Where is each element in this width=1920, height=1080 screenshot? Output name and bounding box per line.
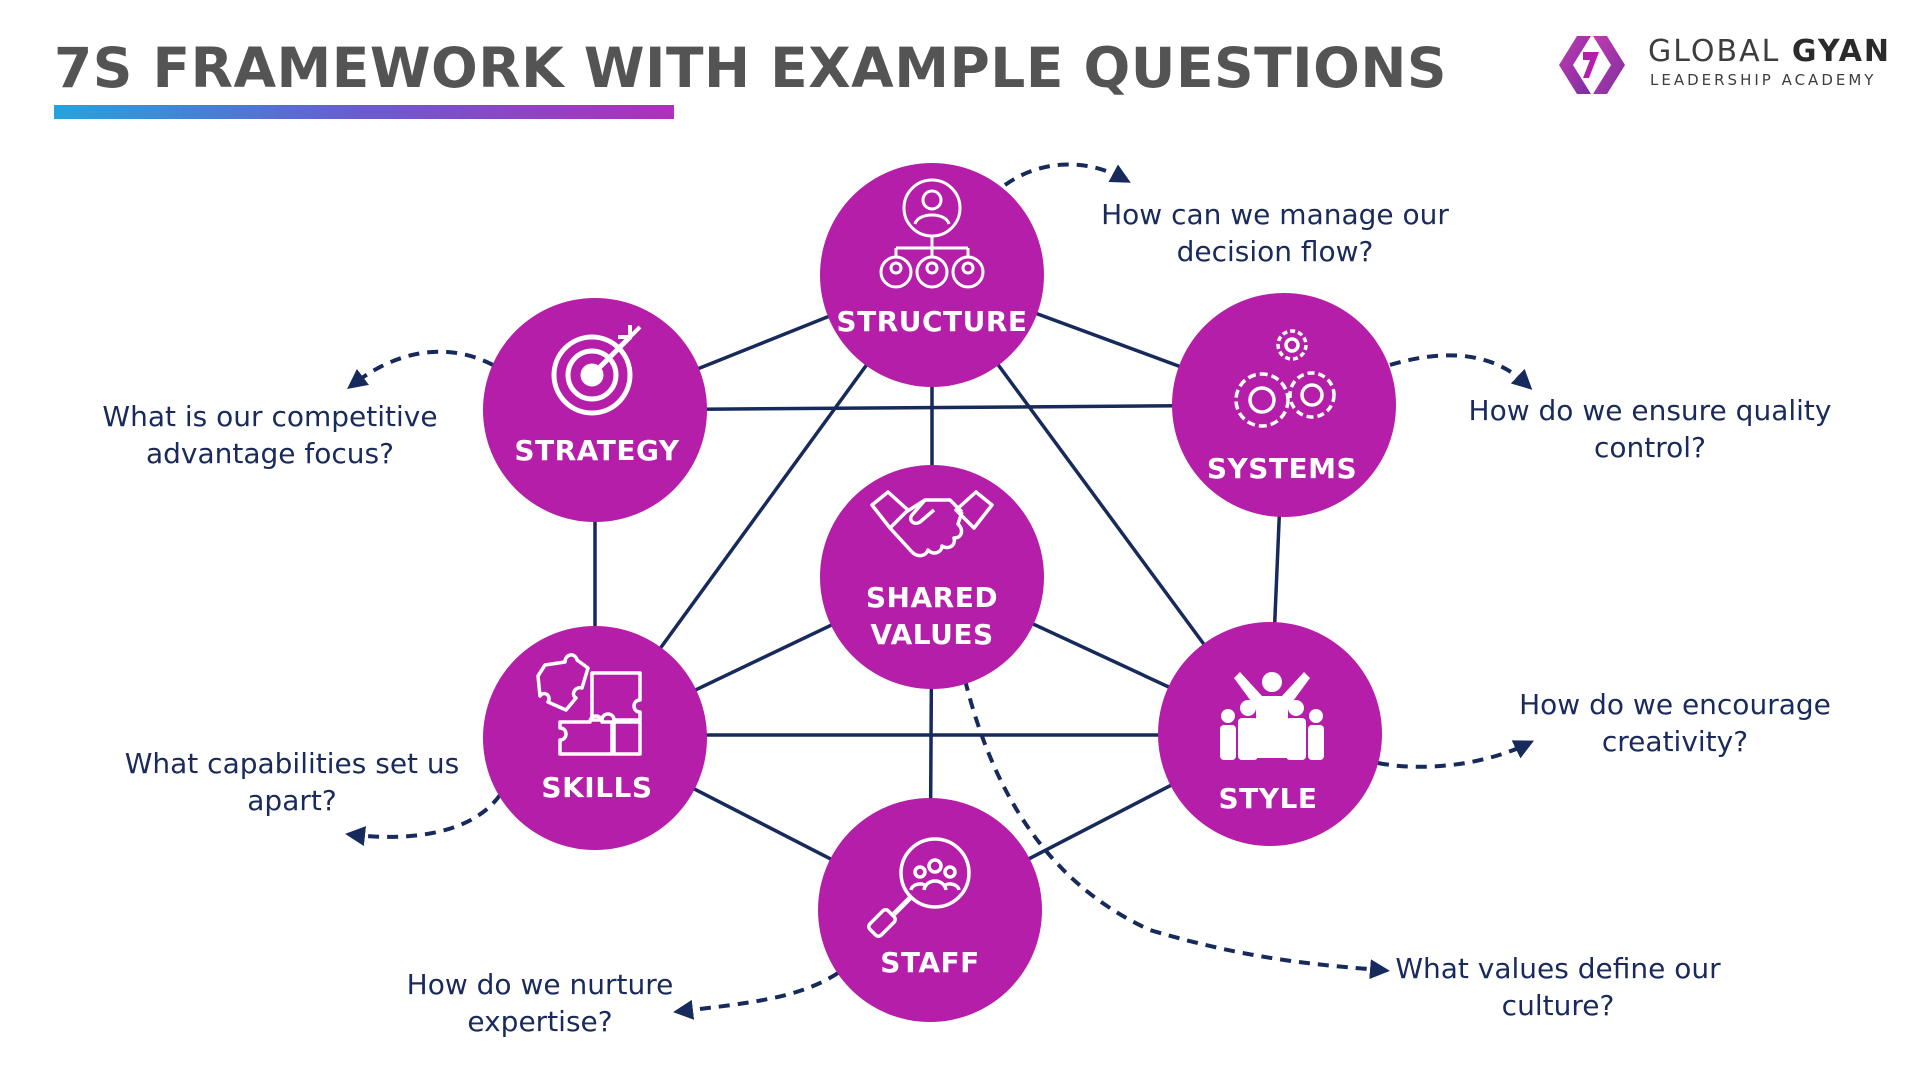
puzzle-icon (536, 653, 642, 756)
node-style: STYLE (1158, 622, 1382, 846)
question-line: How do we nurture (406, 968, 674, 1001)
page-title: 7S FRAMEWORK WITH EXAMPLE QUESTIONS (54, 36, 1448, 100)
node-label-strategy: STRATEGY (514, 434, 679, 467)
question-strategy: What is our competitive advantage focus? (60, 398, 480, 472)
question-line: What is our competitive (102, 400, 438, 433)
question-line: What capabilities set us (124, 747, 460, 780)
logo-wordmark: GLOBAL GYAN (1648, 34, 1891, 69)
team-cheering-icon (1220, 672, 1324, 760)
magnifier-people-icon (867, 837, 971, 938)
node-label-values: VALUES (870, 618, 993, 651)
question-line: How do we ensure quality (1468, 394, 1832, 427)
logo-word-global: GLOBAL (1648, 34, 1781, 69)
node-label-style: STYLE (1218, 782, 1317, 815)
arrow-structure-question (1003, 162, 1131, 187)
question-line: advantage focus? (145, 437, 395, 470)
question-line: decision flow? (1176, 235, 1374, 268)
callout-arrows (345, 162, 1534, 1020)
question-style: How do we encourage creativity? (1465, 686, 1885, 760)
node-label-staff: STAFF (880, 946, 980, 979)
arrow-strategy-question (347, 349, 494, 390)
question-systems: How do we ensure quality control? (1440, 392, 1860, 466)
question-shared-values: What values define our culture? (1348, 950, 1768, 1024)
handshake-icon (870, 490, 994, 558)
question-line: culture? (1501, 989, 1615, 1022)
question-line: creativity? (1601, 725, 1749, 758)
org-chart-icon (879, 178, 985, 289)
question-line: What values define our (1395, 952, 1721, 985)
node-strategy: STRATEGY (483, 298, 707, 522)
node-label-skills: SKILLS (541, 771, 652, 804)
question-staff: How do we nurture expertise? (330, 966, 750, 1040)
question-line: apart? (247, 784, 337, 817)
node-label-structure: STRUCTURE (836, 305, 1027, 338)
target-icon (551, 325, 642, 416)
question-line: How do we encourage (1519, 688, 1831, 721)
question-line: How can we manage our (1101, 198, 1449, 231)
logo-word-gyan: GYAN (1791, 34, 1892, 69)
arrow-shared-values-question (963, 679, 1390, 980)
node-systems: SYSTEMS (1172, 293, 1396, 517)
title-underline-bar (54, 105, 674, 119)
node-shared-values: SHARED VALUES (820, 465, 1044, 689)
node-label-shared: SHARED (866, 581, 998, 614)
logo-mark-icon (1559, 36, 1625, 94)
gears-icon (1234, 329, 1336, 428)
question-skills: What capabilities set us apart? (82, 745, 502, 819)
arrow-systems-question (1389, 353, 1533, 390)
arrow-style-question (1377, 740, 1534, 769)
brand-logo: GLOBAL GYAN LEADERSHIP ACADEMY (1555, 30, 1895, 100)
arrow-skills-question (345, 793, 502, 847)
node-staff: STAFF (818, 798, 1042, 1022)
node-structure: STRUCTURE (820, 163, 1044, 387)
node-skills: SKILLS (483, 626, 707, 850)
node-label-systems: SYSTEMS (1207, 452, 1357, 485)
question-line: control? (1594, 431, 1706, 464)
logo-tagline: LEADERSHIP ACADEMY (1650, 71, 1877, 89)
question-structure: How can we manage our decision flow? (1065, 196, 1485, 270)
link-strategy-systems (594, 403, 1285, 412)
arrow-staff-question (673, 971, 840, 1020)
question-line: expertise? (467, 1005, 613, 1038)
